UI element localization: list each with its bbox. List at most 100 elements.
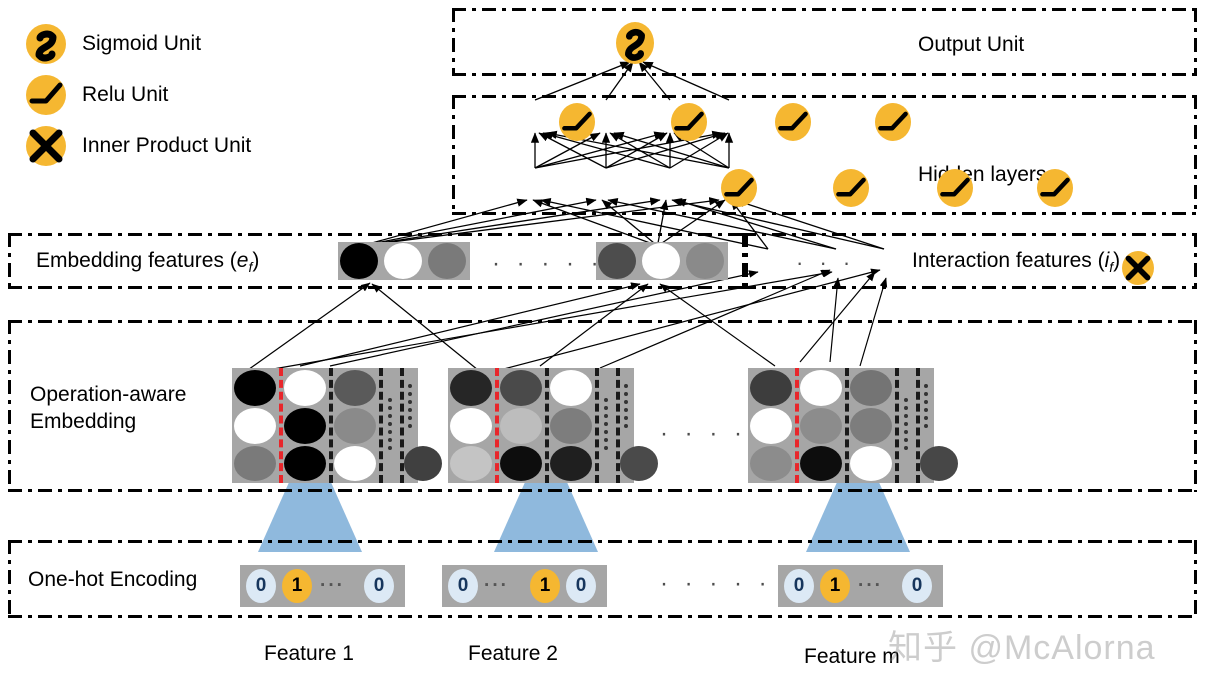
output-unit-section: [452, 8, 1197, 76]
oae-cell: [284, 370, 326, 406]
vertical-ellipsis: [388, 398, 392, 450]
interaction-features-label: Interaction features (if): [912, 248, 1120, 277]
black-divider: [916, 368, 920, 483]
oae-cell: [750, 446, 792, 481]
sigmoid-unit-icon[interactable]: [616, 22, 654, 64]
watermark: 知乎 @McAlorna: [888, 629, 1156, 667]
feature-label-1: Feature 1: [264, 642, 354, 665]
red-divider: [795, 368, 799, 483]
relu-unit-icon: [26, 75, 66, 115]
embedding-feature-vector-1[interactable]: [338, 242, 470, 280]
oae-cell: [450, 408, 492, 444]
red-divider: [279, 368, 283, 483]
operation-aware-block-2[interactable]: [448, 368, 658, 483]
embedding-features-subscript: f: [248, 259, 253, 276]
black-divider: [379, 368, 383, 483]
one-hot-cell: 0: [448, 569, 478, 603]
black-divider: [595, 368, 599, 483]
one-hot-cell: 0: [246, 569, 276, 603]
embedding-cell: [340, 243, 378, 279]
embedding-features-var: e: [236, 249, 249, 272]
inner-product-unit-icon[interactable]: [1122, 251, 1155, 285]
interaction-features-var: i: [1104, 249, 1110, 272]
oae-cell: [450, 370, 492, 406]
oae-cell: [334, 408, 376, 444]
interaction-features-subscript: f: [1109, 259, 1114, 276]
one-hot-block-2[interactable]: 0 ··· 1 0: [442, 565, 607, 607]
interaction-features-section: [742, 233, 1197, 289]
one-hot-cell-ellipsis: ···: [858, 575, 883, 596]
embedding-feature-vector-2[interactable]: [596, 242, 728, 280]
black-divider: [616, 368, 620, 483]
one-hot-encoding-label: One-hot Encoding: [28, 568, 198, 591]
oae-cell: [234, 446, 276, 481]
embedding-cell: [642, 243, 680, 279]
embedding-cell: [428, 243, 466, 279]
interaction-gap-ellipsis: · · ·: [796, 250, 856, 275]
oae-cell: [550, 408, 592, 444]
oae-label-line1: Operation-aware: [30, 383, 187, 406]
black-divider: [895, 368, 899, 483]
feature-label-3: Feature m: [804, 645, 900, 668]
vertical-ellipsis: [624, 384, 628, 428]
oae-cell: [284, 446, 326, 481]
relu-unit-icon[interactable]: [874, 103, 911, 141]
one-hot-block-3[interactable]: 0 1 ··· 0: [778, 565, 943, 607]
relu-unit-icon[interactable]: [832, 169, 869, 207]
one-hot-cell: 0: [566, 569, 596, 603]
oae-cell: [500, 408, 542, 444]
feature-label-2: Feature 2: [468, 642, 558, 665]
relu-unit-icon[interactable]: [775, 103, 812, 141]
one-hot-cell-active: 1: [820, 569, 850, 603]
black-divider: [845, 368, 849, 483]
embedding-cell: [598, 243, 636, 279]
legend-item-inner-product: Inner Product Unit: [26, 126, 251, 166]
oae-cell: [750, 408, 792, 444]
one-hot-block-1[interactable]: 0 1 ··· 0: [240, 565, 405, 607]
oae-cell: [750, 370, 792, 406]
vertical-ellipsis: [604, 398, 608, 450]
red-divider: [495, 368, 499, 483]
oae-cell: [334, 370, 376, 406]
relu-unit-icon[interactable]: [670, 103, 707, 141]
one-hot-cell-active: 1: [530, 569, 560, 603]
one-hot-cell: 0: [364, 569, 394, 603]
vertical-ellipsis: [408, 384, 412, 428]
output-unit-label: Output Unit: [918, 33, 1025, 56]
legend-label-inner-product: Inner Product Unit: [82, 134, 252, 157]
legend-item-relu: Relu Unit: [26, 75, 168, 115]
oae-cell: [620, 446, 658, 481]
interaction-features-close: ): [1113, 249, 1121, 272]
oae-cell: [404, 446, 442, 481]
embedding-features-label: Embedding features (ef): [36, 248, 259, 277]
one-hot-cell-ellipsis: ···: [320, 575, 345, 596]
one-hot-gap-ellipsis: · · · · · ·: [660, 570, 797, 597]
oae-cell: [334, 446, 376, 481]
operation-aware-block-3[interactable]: [748, 368, 958, 483]
black-divider: [400, 368, 404, 483]
black-divider: [545, 368, 549, 483]
relu-unit-icon[interactable]: [1036, 169, 1073, 207]
operation-aware-block-1[interactable]: [232, 368, 442, 483]
legend-label-relu: Relu Unit: [82, 83, 169, 106]
one-hot-cell: 0: [784, 569, 814, 603]
oae-cell: [850, 370, 892, 406]
oae-cell: [850, 408, 892, 444]
oae-cell: [800, 370, 842, 406]
embedding-features-close: ): [252, 249, 260, 272]
interaction-features-text: Interaction features (: [912, 249, 1105, 272]
one-hot-cell-ellipsis: ···: [484, 575, 509, 596]
embedding-cell: [384, 243, 422, 279]
legend-item-sigmoid: Sigmoid Unit: [26, 24, 201, 64]
oae-cell: [550, 370, 592, 406]
legend-label-sigmoid: Sigmoid Unit: [82, 32, 202, 55]
one-hot-cell-active: 1: [282, 569, 312, 603]
oae-label-line2: Embedding: [30, 409, 137, 433]
relu-unit-icon[interactable]: [559, 103, 596, 141]
sigmoid-unit-icon: [26, 24, 66, 64]
embedding-cell: [686, 243, 724, 279]
relu-unit-icon[interactable]: [937, 169, 974, 207]
relu-unit-icon[interactable]: [721, 169, 758, 207]
oae-cell: [920, 446, 958, 481]
